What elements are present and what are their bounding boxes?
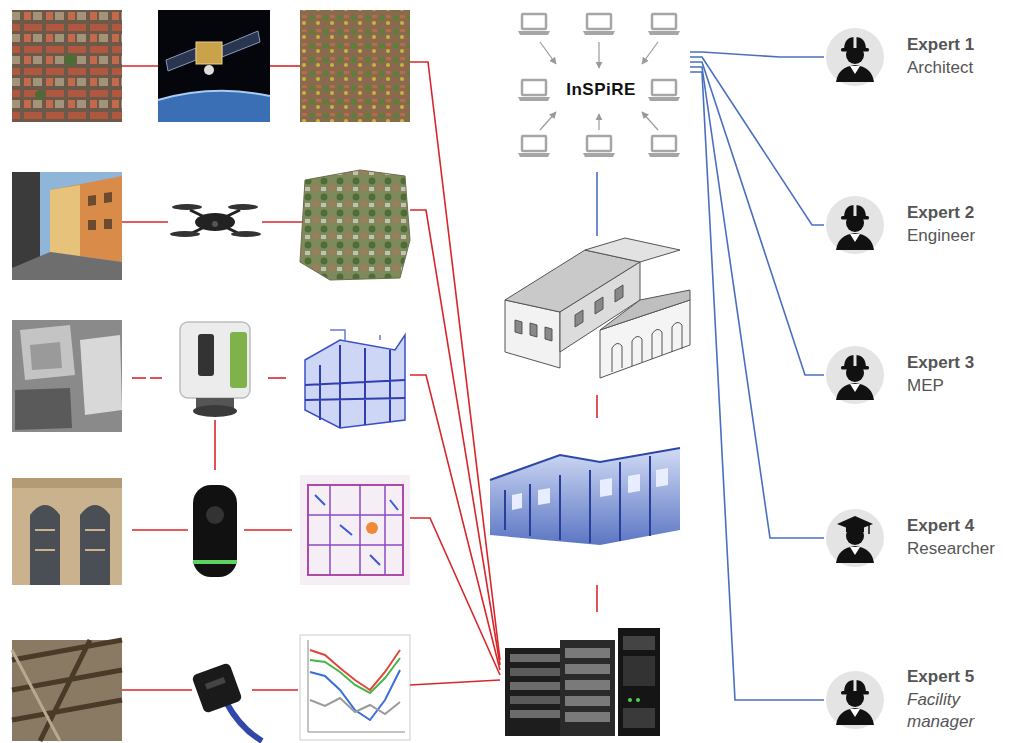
building-model [505, 238, 690, 378]
expert-node: Expert 5Facility manager [824, 666, 1029, 735]
connector [690, 57, 824, 225]
camera-row [12, 475, 410, 585]
expert-label: Expert 4 [907, 515, 1029, 538]
expert-icons [826, 28, 884, 729]
drone-row [12, 170, 410, 280]
connector [690, 52, 824, 57]
server-racks [505, 628, 660, 736]
expert-role: Architect [907, 57, 1029, 80]
platform-hub: InSPiRE [512, 8, 690, 172]
expert-label: Expert 3 [907, 352, 1029, 375]
connector [690, 72, 824, 700]
satellite-row [12, 10, 410, 122]
data-feed-lines [410, 62, 597, 685]
expert-role: Researcher [907, 538, 1029, 561]
expert-role: MEP [907, 375, 1029, 398]
expert-node: Expert 2Engineer [824, 195, 1029, 255]
expert-node: Expert 4Researcher [824, 508, 1029, 568]
platform-name: InSPiRE [564, 80, 638, 100]
point-cloud-model [490, 448, 680, 545]
expert-role: Engineer [907, 225, 1029, 248]
expert-label: Expert 5 [907, 666, 1029, 689]
expert-node: Expert 1Architect [824, 27, 1029, 87]
expert-label: Expert 1 [907, 34, 1029, 57]
connector [690, 67, 824, 538]
expert-node: Expert 3MEP [824, 345, 1029, 405]
expert-role: Facility manager [907, 689, 1007, 735]
expert-label: Expert 2 [907, 202, 1029, 225]
sensor-row [12, 635, 410, 741]
laptop-network [518, 14, 680, 236]
scanner-row [12, 320, 410, 470]
